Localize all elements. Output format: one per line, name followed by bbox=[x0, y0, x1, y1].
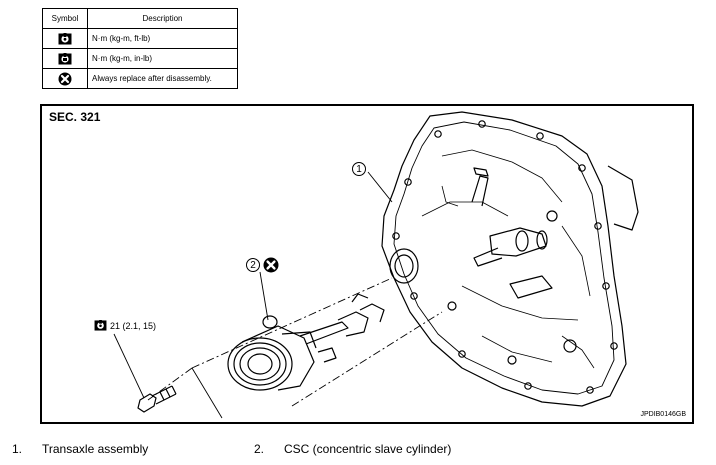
torque-value: 21 (2.1, 15) bbox=[110, 320, 157, 331]
transaxle-housing-outline bbox=[381, 111, 627, 407]
figure-code: JPDIB0146GB bbox=[640, 411, 686, 418]
part-number: 1. bbox=[12, 442, 23, 456]
legend-description-cell: N·m (kg-m, ft-lb) bbox=[87, 28, 238, 49]
part-name: Transaxle assembly bbox=[42, 442, 149, 456]
legend-row: Always replace after disassembly. bbox=[42, 68, 238, 89]
symbol-legend-table: Symbol Description N·m (kg-m, ft-lb) N·m… bbox=[42, 8, 238, 89]
exploded-view-diagram: SEC. 321 JPDIB0146GB 1 2 21 (2.1, 15) bbox=[40, 104, 694, 424]
section-label: SEC. 321 bbox=[49, 110, 101, 124]
torque-wrench-ftlb-icon bbox=[58, 32, 72, 44]
part2-callout: 2 bbox=[246, 258, 260, 272]
legend-row: N·m (kg-m, in-lb) bbox=[42, 48, 238, 69]
legend-description-cell: N·m (kg-m, in-lb) bbox=[87, 48, 238, 69]
torque-wrench-ftlb-icon bbox=[94, 320, 107, 331]
csc-bearing-ring bbox=[227, 337, 293, 391]
part-name: CSC (concentric slave cylinder) bbox=[284, 442, 452, 456]
mounting-bolt bbox=[137, 393, 157, 413]
transaxle-illustration bbox=[113, 111, 639, 419]
input-shaft-bore bbox=[389, 248, 419, 284]
legend-row: N·m (kg-m, ft-lb) bbox=[42, 28, 238, 49]
legend-header-row: Symbol Description bbox=[42, 8, 238, 29]
always-replace-icon bbox=[58, 72, 72, 85]
legend-header-symbol: Symbol bbox=[42, 8, 88, 29]
legend-symbol-cell bbox=[42, 68, 88, 89]
part1-leader-line bbox=[367, 171, 393, 203]
torque-wrench-inlb-icon bbox=[58, 52, 72, 64]
legend-description-cell: Always replace after disassembly. bbox=[87, 68, 238, 89]
legend-header-description: Description bbox=[87, 8, 238, 29]
torque-callout: 21 (2.1, 15) bbox=[94, 320, 156, 331]
torque-leader-line bbox=[113, 333, 145, 399]
part2-leader-line bbox=[259, 271, 269, 321]
parts-list-item: 2. CSC (concentric slave cylinder) bbox=[254, 442, 451, 456]
part1-callout: 1 bbox=[352, 162, 366, 176]
legend-symbol-cell bbox=[42, 48, 88, 69]
legend-symbol-cell bbox=[42, 28, 88, 49]
always-replace-icon bbox=[263, 257, 279, 273]
parts-list-item: 1. Transaxle assembly bbox=[12, 442, 148, 456]
part-number: 2. bbox=[254, 442, 265, 456]
